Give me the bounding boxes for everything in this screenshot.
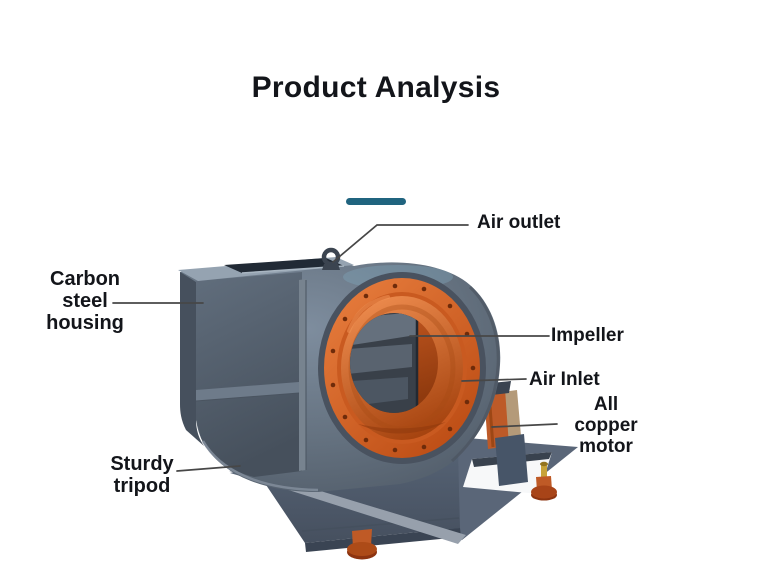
inlet-flange-group	[318, 272, 486, 464]
leader-copper-motor	[491, 423, 558, 428]
housing-seam-ridge	[299, 279, 306, 471]
label-air-inlet: Air Inlet	[529, 369, 600, 390]
leader-sturdy-tripod	[176, 465, 241, 472]
leader-lines	[112, 224, 558, 472]
page-title: Product Analysis	[251, 71, 501, 104]
impeller-blades	[350, 313, 419, 413]
label-impeller: Impeller	[551, 325, 624, 346]
vibration-foot-front	[347, 529, 377, 560]
label-carbon-steel-housing: Carbon steel housing	[46, 268, 124, 334]
vibration-foot-right	[531, 461, 557, 501]
label-all-copper-motor: All copper motor	[574, 394, 638, 457]
label-sturdy-tripod: Sturdy tripod	[110, 453, 174, 497]
leader-air-inlet	[461, 378, 527, 382]
leader-air-outlet	[332, 224, 469, 263]
housing-stiffener	[196, 382, 299, 401]
title-accent-divider	[346, 198, 406, 205]
label-air-outlet: Air outlet	[477, 212, 561, 233]
air-outlet-opening	[224, 258, 344, 273]
